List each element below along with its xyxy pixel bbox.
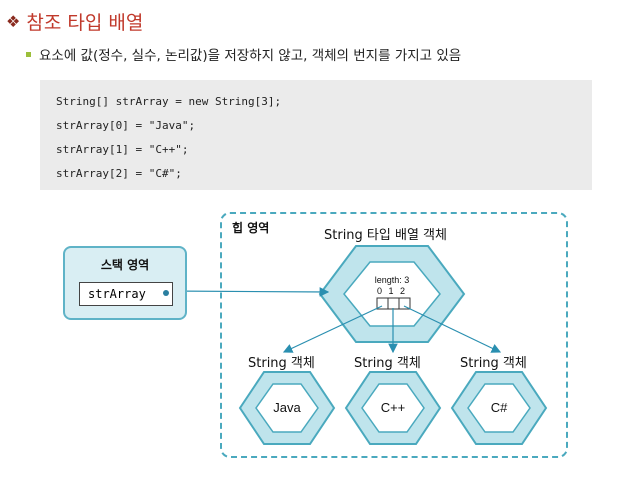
slide-title: ❖ 참조 타입 배열 [6, 8, 143, 35]
string-object-label-0: String 객체 [248, 356, 315, 371]
indices-text: 0 1 2 [376, 286, 408, 296]
code-block: String[] strArray = new String[3]; strAr… [40, 80, 592, 190]
array-object-label: String 타입 배열 객체 [324, 228, 447, 243]
slide-subtitle-text: 요소에 값(정수, 실수, 논리값)을 저장하지 않고, 객체의 번지를 가지고… [39, 48, 462, 64]
stack-to-array-arrow [165, 287, 330, 297]
string-value-java: Java [273, 400, 301, 415]
cell0-arrow [282, 305, 383, 353]
slide-subtitle: 요소에 값(정수, 실수, 논리값)을 저장하지 않고, 객체의 번지를 가지고… [26, 44, 461, 64]
string-object-hexagon-cpp [344, 371, 442, 445]
code-line: String[] strArray = new String[3]; [56, 95, 282, 108]
string-object-hexagon-csharp [450, 371, 548, 445]
stack-area-box: 스택 영역 strArray [63, 246, 187, 320]
string-value-cpp: C++ [380, 400, 406, 415]
diamond-bullet-icon: ❖ [6, 12, 21, 31]
code-line: strArray[2] = "C#"; [56, 167, 182, 180]
cell2-arrow [403, 305, 502, 353]
slide-title-text: 참조 타입 배열 [26, 12, 144, 34]
length-text: length: 3 [374, 275, 410, 285]
string-value-csharp: C# [490, 400, 508, 415]
code-line: strArray[1] = "C++"; [56, 143, 189, 156]
heap-area-box [220, 212, 568, 458]
string-object-label-1: String 객체 [354, 356, 421, 371]
array-cells [376, 297, 411, 310]
strArray-variable: strArray [79, 282, 173, 306]
square-bullet-icon [26, 51, 31, 57]
string-object-label-2: String 객체 [460, 356, 527, 371]
string-object-hexagon-java [238, 371, 336, 445]
heap-area-label: 힙 영역 [232, 221, 270, 235]
code-line: strArray[0] = "Java"; [56, 119, 196, 132]
reference-dot-icon [163, 290, 169, 296]
stack-area-label: 스택 영역 [100, 258, 150, 272]
